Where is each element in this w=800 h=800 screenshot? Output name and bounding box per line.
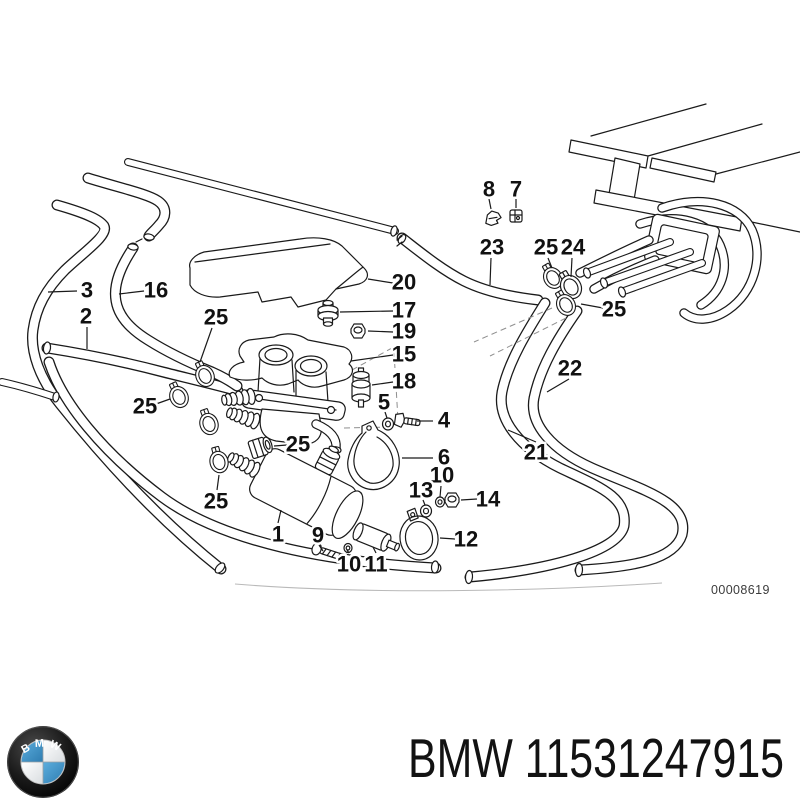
part-label-21: 21 xyxy=(524,440,548,465)
leader-line-17 xyxy=(339,310,394,313)
part-number-value: 11531247915 xyxy=(524,727,785,789)
leader-line-25 xyxy=(199,327,213,363)
part-label-1: 1 xyxy=(272,522,284,547)
nut-19 xyxy=(350,323,366,339)
part-label-25: 25 xyxy=(602,297,626,322)
leader-line-11 xyxy=(372,546,377,554)
auxiliary-water-pump xyxy=(224,445,364,539)
bmw-logo-icon: BMW xyxy=(7,726,79,798)
washer-5 xyxy=(381,417,395,431)
part-label-20: 20 xyxy=(392,270,416,295)
leader-line-25 xyxy=(155,398,171,405)
part-label-16: 16 xyxy=(144,278,168,303)
leader-line-25 xyxy=(547,257,553,269)
part-label-6: 6 xyxy=(438,445,450,470)
cover-plate-20 xyxy=(189,237,369,308)
part-label-23: 23 xyxy=(480,235,504,260)
leader-line-22 xyxy=(546,378,570,393)
part-label-25: 25 xyxy=(204,489,228,514)
clip-8 xyxy=(485,210,502,227)
clamp-12 xyxy=(399,507,439,561)
leader-line-23 xyxy=(489,257,492,286)
leader-line-25 xyxy=(580,303,604,309)
leader-line-18 xyxy=(371,381,394,386)
part-label-18: 18 xyxy=(392,369,416,394)
part-label-19: 19 xyxy=(392,319,416,344)
hose-clamp-25 xyxy=(205,444,232,476)
leader-lines xyxy=(47,198,604,554)
part-label-9: 9 xyxy=(312,523,324,548)
part-label-25: 25 xyxy=(133,394,157,419)
clip-7 xyxy=(509,209,523,223)
hose-clamp-25 xyxy=(194,406,222,438)
leader-line-25 xyxy=(216,474,220,491)
leader-line-16 xyxy=(118,290,145,295)
part-label-13: 13 xyxy=(409,478,433,503)
part-label-25: 25 xyxy=(204,305,228,330)
leader-line-9 xyxy=(318,544,324,552)
leader-line-21 xyxy=(507,429,537,443)
bolt-4 xyxy=(393,412,421,428)
leader-line-8 xyxy=(488,198,492,210)
nut-14 xyxy=(444,492,460,508)
leader-line-3 xyxy=(47,290,78,293)
leader-line-19 xyxy=(367,330,394,333)
washer-13 xyxy=(419,504,433,518)
hose-23 xyxy=(396,232,544,306)
leader-line-24 xyxy=(570,257,573,278)
engine-assembly xyxy=(568,103,800,324)
cylinder-11 xyxy=(352,522,401,552)
leader-line-10 xyxy=(346,549,350,554)
part-label-7: 7 xyxy=(510,177,522,202)
small-parts xyxy=(163,209,587,561)
part-label-14: 14 xyxy=(476,487,501,512)
leader-line-10 xyxy=(439,485,442,498)
part-label-22: 22 xyxy=(558,356,582,381)
part-label-4: 4 xyxy=(438,408,451,433)
hose-clamp-25 xyxy=(163,378,193,412)
leader-line-12 xyxy=(439,537,456,540)
part-label-10: 10 xyxy=(430,463,454,488)
leader-line-13 xyxy=(422,499,426,506)
union-fitting-25 xyxy=(247,436,273,460)
part-label-11: 11 xyxy=(364,552,387,577)
part-label-10: 10 xyxy=(337,552,361,577)
diagram-code: 00008619 xyxy=(711,583,770,597)
heater-valve-assembly xyxy=(189,237,369,454)
part-label-8: 8 xyxy=(483,177,495,202)
leader-line-5 xyxy=(384,411,388,419)
damper-18 xyxy=(351,367,371,408)
leader-line-20 xyxy=(367,278,394,284)
hoses xyxy=(0,158,689,583)
part-label-2: 2 xyxy=(80,304,92,329)
leader-line-15 xyxy=(350,354,394,362)
leader-line-14 xyxy=(460,498,478,501)
leader-line-25 xyxy=(273,444,288,447)
hose-open-ends xyxy=(42,225,584,585)
exploded-parts-diagram: 3162252525251910118723252425201719151854… xyxy=(0,103,800,592)
part-label-3: 3 xyxy=(81,278,93,303)
part-label-25: 25 xyxy=(286,432,310,457)
washer-10-upper xyxy=(434,496,446,508)
screw-9 xyxy=(311,542,343,560)
part-label-25: 25 xyxy=(534,235,558,260)
part-label-17: 17 xyxy=(392,298,416,323)
grommet-17 xyxy=(317,299,339,327)
leader-line-1 xyxy=(277,509,282,524)
bracket-6 xyxy=(347,420,400,491)
part-label-12: 12 xyxy=(454,527,478,552)
brand-text: BMW xyxy=(408,727,513,789)
part-number-text: BMW 11531247915 xyxy=(408,731,784,786)
part-label-15: 15 xyxy=(392,342,416,367)
part-label-24: 24 xyxy=(561,235,586,260)
part-label-5: 5 xyxy=(378,390,390,415)
